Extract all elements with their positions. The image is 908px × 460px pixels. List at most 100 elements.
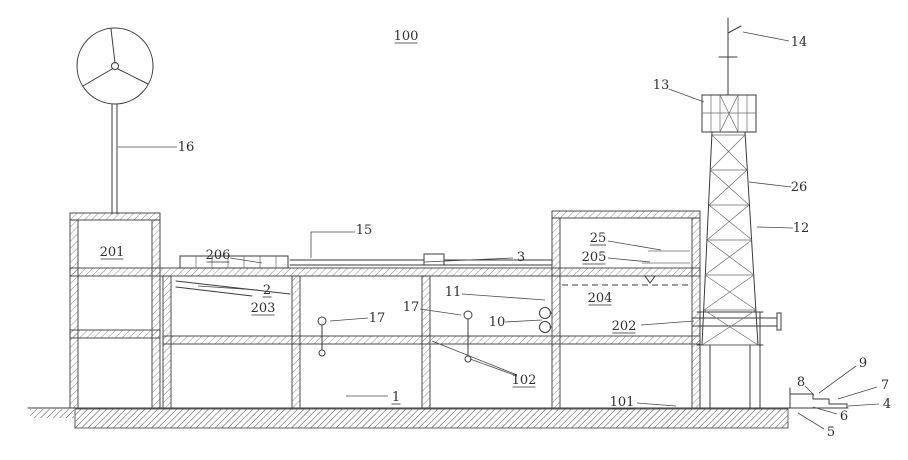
ref-label-2: 2	[197, 283, 272, 298]
ref-number: 205	[582, 250, 607, 265]
leader-line	[812, 406, 838, 415]
tower-platform	[701, 94, 757, 133]
ref-number: 100	[394, 29, 419, 44]
ref-number: 9	[859, 356, 867, 371]
ref-label-7: 7	[837, 378, 889, 400]
ref-number: 16	[178, 140, 195, 155]
ref-label-102: 102	[431, 340, 537, 388]
ref-label-16: 16	[118, 140, 194, 155]
antenna-mast	[718, 17, 742, 96]
rooftop-machine	[179, 255, 289, 269]
ref-number: 201	[100, 245, 125, 260]
ground	[27, 407, 849, 429]
leader-line	[197, 285, 259, 291]
ref-number: 202	[612, 319, 637, 334]
ref-number: 206	[206, 248, 231, 263]
ref-number: 7	[881, 378, 889, 393]
leader-line	[818, 365, 857, 394]
ref-label-100: 100	[394, 29, 419, 44]
ref-label-5: 5	[797, 412, 835, 440]
ref-label-26: 26	[748, 180, 807, 195]
leader-line	[423, 257, 514, 263]
ref-number: 11	[445, 285, 462, 300]
water-level	[562, 250, 690, 286]
main-beam	[69, 267, 701, 277]
ref-number: 6	[840, 409, 848, 424]
ref-number: 10	[489, 315, 506, 330]
leader-line	[636, 402, 677, 407]
tower-base	[696, 311, 764, 409]
ref-number: 5	[827, 425, 835, 440]
leader-line	[756, 226, 794, 229]
leader-line	[419, 308, 462, 316]
ref-label-3: 3	[423, 250, 525, 265]
ref-number: 25	[590, 231, 607, 246]
ref-label-12: 12	[756, 221, 810, 236]
main-building	[162, 275, 701, 409]
ref-label-17-right: 17	[403, 300, 462, 316]
ref-label-206: 206	[206, 248, 263, 264]
leader-line	[461, 293, 546, 301]
leader-line	[748, 181, 792, 188]
leader-line	[229, 257, 263, 264]
ref-label-25: 25	[590, 231, 662, 251]
ref-number: 204	[588, 291, 613, 306]
ref-label-6: 6	[812, 406, 848, 424]
ref-number: 17	[369, 311, 386, 326]
level-sensor-right	[463, 310, 473, 363]
hoist-rail	[289, 253, 553, 266]
ref-label-14: 14	[742, 31, 808, 50]
turbine-blade	[117, 68, 149, 85]
leader-line	[310, 231, 355, 258]
ref-label-203: 203	[251, 301, 276, 316]
ref-label-11: 11	[445, 285, 546, 301]
level-sensor-left	[317, 316, 327, 357]
leader-line	[742, 31, 790, 42]
mid-floor	[162, 335, 701, 345]
ref-label-15: 15	[310, 223, 373, 258]
ref-number: 14	[791, 35, 808, 50]
ref-number: 3	[517, 250, 525, 265]
left-tower	[69, 212, 161, 409]
leader-line	[797, 412, 825, 430]
wind-turbine	[76, 27, 154, 105]
ref-label-10: 10	[489, 315, 543, 330]
ref-label-101: 101	[610, 395, 677, 410]
ref-number: 102	[512, 373, 537, 388]
lattice-tower	[701, 131, 759, 346]
leader-line	[607, 240, 662, 251]
ref-number: 15	[356, 223, 373, 238]
leader-line	[837, 386, 878, 400]
ref-label-204: 204	[588, 291, 613, 306]
ref-number: 2	[263, 283, 271, 298]
ref-label-8: 8	[797, 375, 815, 396]
ref-label-202: 202	[612, 319, 695, 334]
rail-trolley	[423, 253, 445, 266]
ref-number: 8	[797, 375, 805, 390]
ref-number: 101	[610, 395, 635, 410]
right-tower	[551, 210, 701, 409]
ref-label-201: 201	[100, 245, 125, 260]
leader-line	[607, 257, 651, 263]
leader-line	[504, 319, 543, 323]
level-mark-icon	[644, 275, 656, 284]
leader-line	[469, 358, 518, 377]
leader-line	[804, 385, 815, 396]
ref-label-9: 9	[818, 356, 867, 394]
turbine-blade	[110, 28, 116, 64]
turbine-blade	[82, 68, 113, 87]
ref-number: 203	[251, 301, 276, 316]
ref-label-205: 205	[582, 250, 651, 265]
ref-number: 12	[793, 221, 810, 236]
ref-label-1: 1	[346, 390, 401, 405]
ref-number: 17	[403, 300, 420, 315]
leader-line	[847, 403, 880, 407]
ref-label-17-left: 17	[329, 311, 386, 326]
ref-label-4: 4	[847, 397, 891, 412]
ref-number: 13	[653, 78, 670, 93]
leader-line	[640, 320, 695, 326]
chute	[175, 280, 291, 297]
